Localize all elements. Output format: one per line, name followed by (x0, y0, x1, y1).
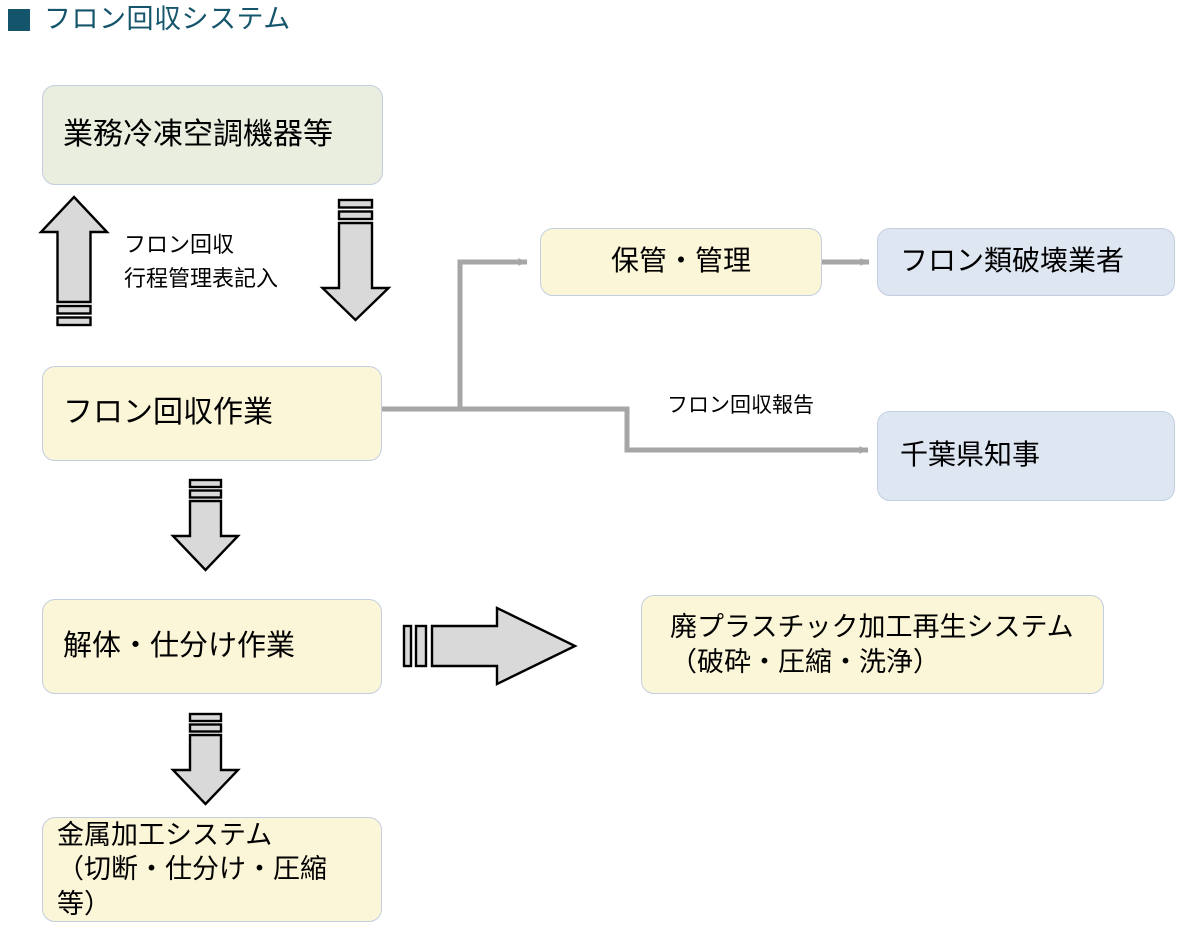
striped-down-arrow-icon-mid (170, 478, 241, 572)
node-destruction-operator[interactable]: フロン類破壊業者 (877, 228, 1175, 296)
page-title-text: フロン回収システム (44, 4, 291, 34)
node-plastic-recycle[interactable]: 廃プラスチック加工再生システム （破砕・圧縮・洗浄） (641, 595, 1104, 694)
annotation-report-note: フロン回収報告 (667, 393, 814, 417)
page-title: フロン回収システム (8, 6, 291, 33)
node-recovery-work-label: フロン回収作業 (63, 396, 273, 430)
node-storage-management[interactable]: 保管・管理 (540, 228, 822, 296)
striped-down-arrow-icon-top (319, 198, 392, 322)
bullet-square-icon (8, 8, 30, 31)
node-metal-process[interactable]: 金属加工システム （切断・仕分け・圧縮等） (42, 817, 382, 922)
striped-right-arrow-icon (402, 606, 578, 686)
node-chiba-governor[interactable]: 千葉県知事 (877, 411, 1175, 501)
node-equipment[interactable]: 業務冷凍空調機器等 (42, 85, 383, 185)
node-chiba-governor-label: 千葉県知事 (900, 440, 1041, 472)
connector-to-storage (382, 258, 528, 412)
annotation-recovery-note: フロン回収 行程管理表記入 (124, 232, 279, 292)
node-dismantle-sort[interactable]: 解体・仕分け作業 (42, 599, 382, 694)
node-recovery-work[interactable]: フロン回収作業 (42, 366, 382, 461)
node-dismantle-sort-label: 解体・仕分け作業 (63, 629, 296, 662)
node-storage-management-label: 保管・管理 (610, 246, 751, 278)
node-equipment-label: 業務冷凍空調機器等 (63, 117, 333, 151)
striped-up-arrow-icon (38, 195, 110, 327)
striped-down-arrow-icon-bottom (170, 712, 241, 806)
node-destruction-operator-label: フロン類破壊業者 (900, 246, 1125, 278)
node-metal-process-label: 金属加工システム （切断・仕分け・圧縮等） (57, 819, 327, 919)
node-plastic-recycle-label: 廃プラスチック加工再生システム （破砕・圧縮・洗浄） (670, 611, 1074, 677)
